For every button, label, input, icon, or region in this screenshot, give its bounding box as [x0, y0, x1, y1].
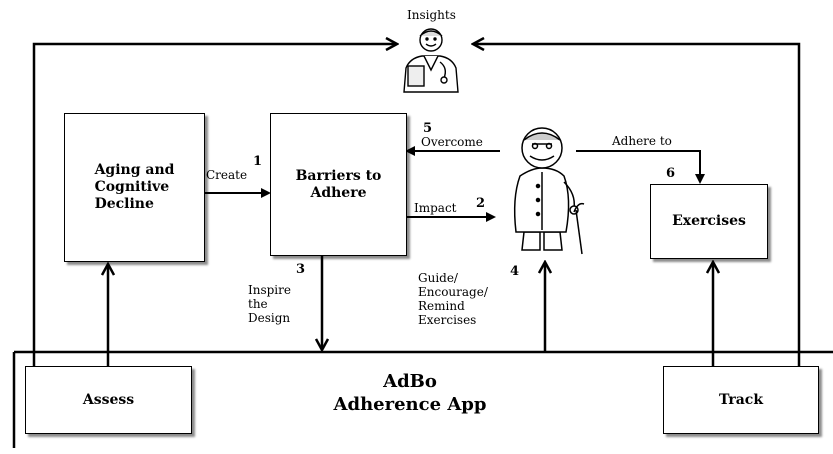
aging-decline-label: Aging and Cognitive Decline — [94, 162, 175, 212]
create-label: Create — [206, 168, 248, 182]
barriers-node: Barriers to Adhere — [270, 113, 407, 256]
track-label: Track — [718, 391, 764, 408]
step-5-number: 5 — [423, 121, 433, 136]
overcome-label: Overcome — [421, 135, 483, 149]
track-node: Track — [663, 366, 819, 434]
insight-loop-right — [473, 44, 801, 366]
step-6-number: 6 — [666, 166, 676, 181]
step-3-number: 3 — [296, 262, 306, 277]
assess-node: Assess — [25, 366, 192, 434]
inspire-label: Inspire the Design — [248, 283, 291, 325]
insights-label: Insights — [407, 8, 456, 22]
barriers-label: Barriers to Adhere — [295, 167, 382, 201]
assess-label: Assess — [82, 391, 135, 408]
aging-decline-node: Aging and Cognitive Decline — [64, 113, 205, 262]
doctor-icon — [394, 22, 468, 94]
step-4-number: 4 — [510, 264, 520, 279]
adhere-arrow — [576, 150, 705, 184]
exercises-node: Exercises — [650, 184, 768, 259]
guide-label: Guide/ Encourage/ Remind Exercises — [418, 271, 488, 327]
step-1-number: 1 — [253, 154, 263, 169]
app-title: AdBo Adherence App — [333, 371, 487, 415]
exercises-label: Exercises — [672, 213, 746, 229]
impact-label: Impact — [414, 201, 457, 215]
adhere-to-label: Adhere to — [612, 134, 672, 148]
step-2-number: 2 — [476, 196, 486, 211]
elderly-man-icon — [494, 120, 590, 256]
insight-loop-left — [32, 44, 397, 366]
